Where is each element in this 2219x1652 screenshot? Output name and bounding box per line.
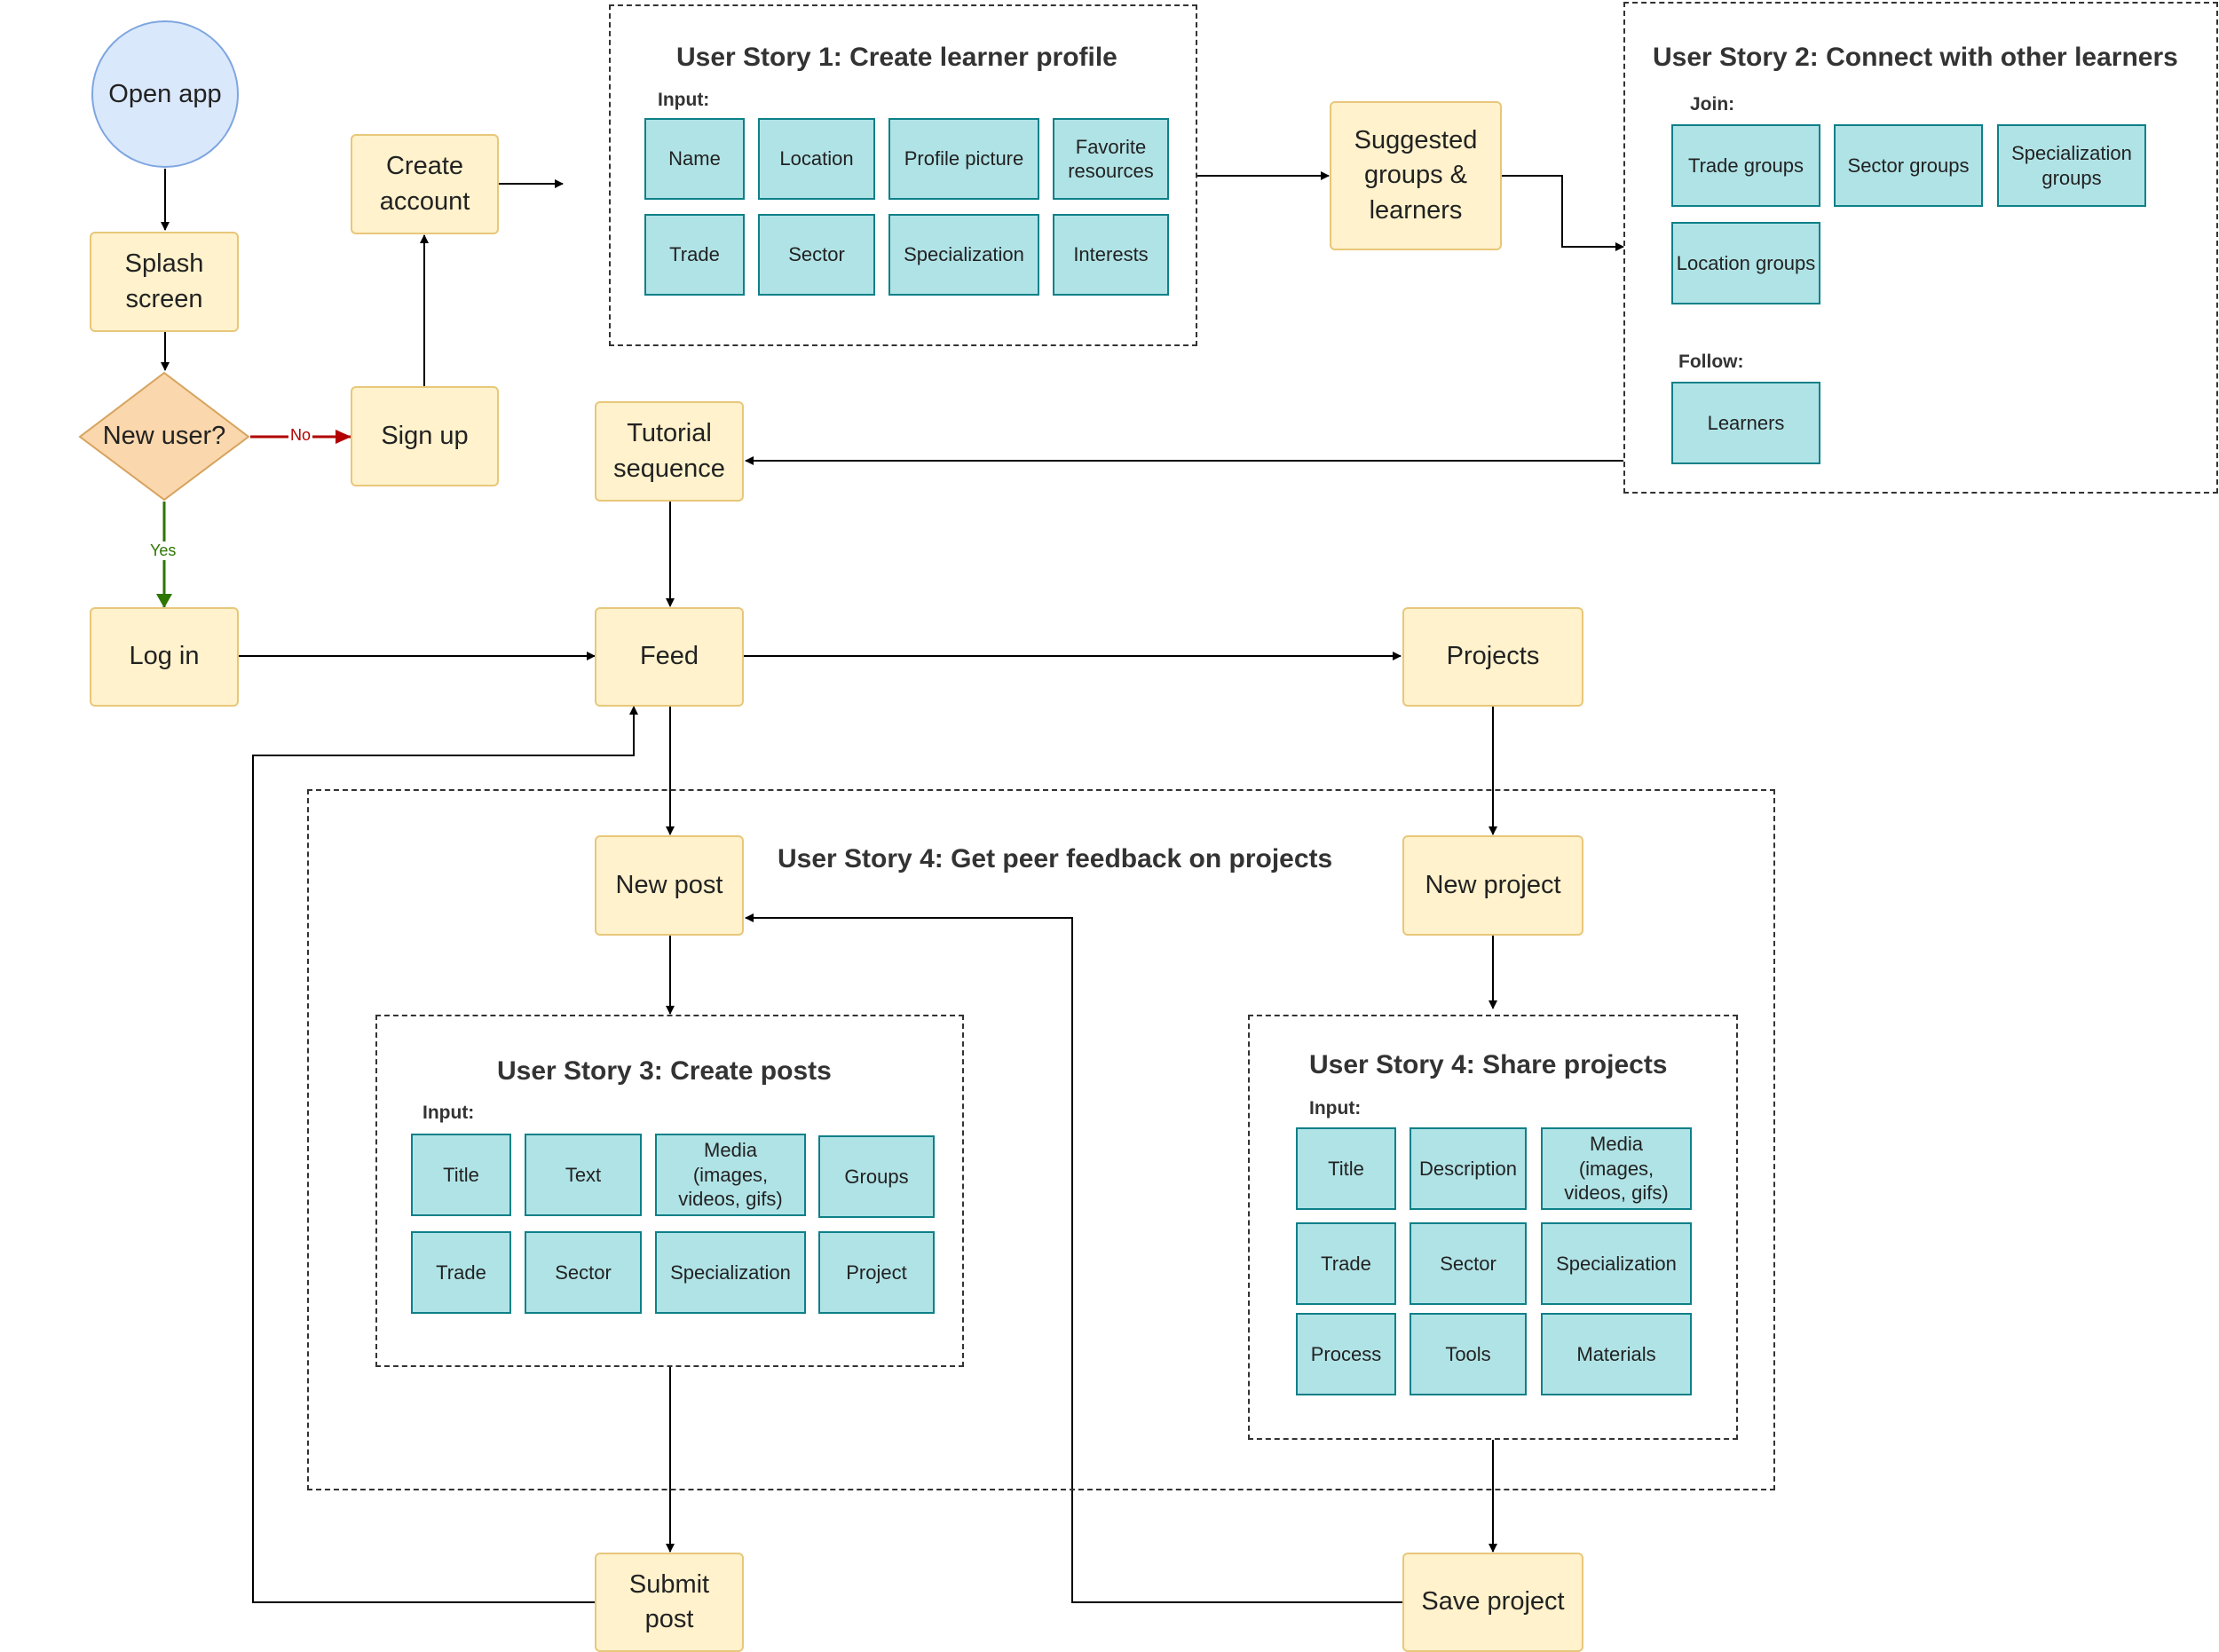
new-post-node[interactable]: New post <box>595 835 744 936</box>
user-story-1-container <box>609 4 1197 346</box>
join-trade-groups[interactable]: Trade groups <box>1671 124 1820 207</box>
post-field-groups[interactable]: Groups <box>818 1135 935 1218</box>
user-story-2-follow-label: Follow: <box>1678 352 1744 372</box>
log-in-node[interactable]: Log in <box>90 607 239 707</box>
edge-suggested-to-connect <box>1501 175 1624 251</box>
post-field-specialization[interactable]: Specialization <box>655 1231 806 1314</box>
submit-post-node[interactable]: Submit post <box>595 1553 744 1652</box>
suggested-groups-node[interactable]: Suggested groups & learners <box>1330 101 1502 250</box>
user-story-1-title: User Story 1: Create learner profile <box>676 43 1117 72</box>
post-field-media[interactable]: Media (images, videos, gifs) <box>655 1134 806 1216</box>
project-field-title[interactable]: Title <box>1296 1127 1396 1210</box>
profile-field-interests[interactable]: Interests <box>1053 214 1169 296</box>
follow-learners[interactable]: Learners <box>1671 382 1820 464</box>
project-field-materials[interactable]: Materials <box>1541 1313 1692 1395</box>
edge-label-yes: Yes <box>148 541 178 560</box>
edge-submit-to-feed <box>252 706 638 1603</box>
user-story-1-input-label: Input: <box>658 90 710 110</box>
post-field-project[interactable]: Project <box>818 1231 935 1314</box>
user-story-4-feedback-container <box>307 789 1775 1490</box>
create-account-node[interactable]: Create account <box>351 134 499 234</box>
project-field-description[interactable]: Description <box>1410 1127 1527 1210</box>
tutorial-sequence-node[interactable]: Tutorial sequence <box>595 401 744 502</box>
edge-label-no: No <box>288 426 313 445</box>
save-project-node[interactable]: Save project <box>1402 1553 1583 1652</box>
user-story-3-title: User Story 3: Create posts <box>497 1056 832 1086</box>
new-project-node[interactable]: New project <box>1402 835 1583 936</box>
project-field-process[interactable]: Process <box>1296 1313 1396 1395</box>
profile-field-specialization[interactable]: Specialization <box>888 214 1039 296</box>
join-sector-groups[interactable]: Sector groups <box>1834 124 1983 207</box>
new-user-decision[interactable]: New user? <box>102 422 226 450</box>
post-field-sector[interactable]: Sector <box>525 1231 642 1314</box>
projects-node[interactable]: Projects <box>1402 607 1583 707</box>
post-field-title[interactable]: Title <box>411 1134 511 1216</box>
user-story-4-share-input-label: Input: <box>1309 1098 1362 1118</box>
sign-up-node[interactable]: Sign up <box>351 386 499 486</box>
join-location-groups[interactable]: Location groups <box>1671 222 1820 304</box>
user-story-4-feedback-title: User Story 4: Get peer feedback on proje… <box>778 844 1333 873</box>
user-story-3-input-label: Input: <box>422 1103 475 1123</box>
new-user-diamond-shape[interactable] <box>78 371 250 502</box>
user-story-2-join-label: Join: <box>1690 94 1735 115</box>
edge-save-to-new-post <box>745 913 1402 1603</box>
project-field-sector[interactable]: Sector <box>1410 1222 1527 1305</box>
profile-field-favorite-resources[interactable]: Favorite resources <box>1053 118 1169 200</box>
profile-field-trade[interactable]: Trade <box>644 214 745 296</box>
splash-screen-node[interactable]: Splash screen <box>90 232 239 332</box>
feed-node[interactable]: Feed <box>595 607 744 707</box>
project-field-specialization[interactable]: Specialization <box>1541 1222 1692 1305</box>
profile-field-profile-picture[interactable]: Profile picture <box>888 118 1039 200</box>
post-field-text[interactable]: Text <box>525 1134 642 1216</box>
user-story-2-title: User Story 2: Connect with other learner… <box>1653 43 2178 72</box>
open-app-node[interactable]: Open app <box>91 20 239 168</box>
project-field-media[interactable]: Media (images, videos, gifs) <box>1541 1127 1692 1210</box>
project-field-tools[interactable]: Tools <box>1410 1313 1527 1395</box>
user-story-3-container <box>375 1015 964 1367</box>
profile-field-location[interactable]: Location <box>758 118 875 200</box>
project-field-trade[interactable]: Trade <box>1296 1222 1396 1305</box>
join-specialization-groups[interactable]: Specialization groups <box>1997 124 2146 207</box>
profile-field-sector[interactable]: Sector <box>758 214 875 296</box>
profile-field-name[interactable]: Name <box>644 118 745 200</box>
post-field-trade[interactable]: Trade <box>411 1231 511 1314</box>
user-story-4-share-title: User Story 4: Share projects <box>1309 1050 1668 1079</box>
user-story-4-share-container <box>1248 1015 1738 1440</box>
user-story-2-container <box>1623 2 2218 494</box>
